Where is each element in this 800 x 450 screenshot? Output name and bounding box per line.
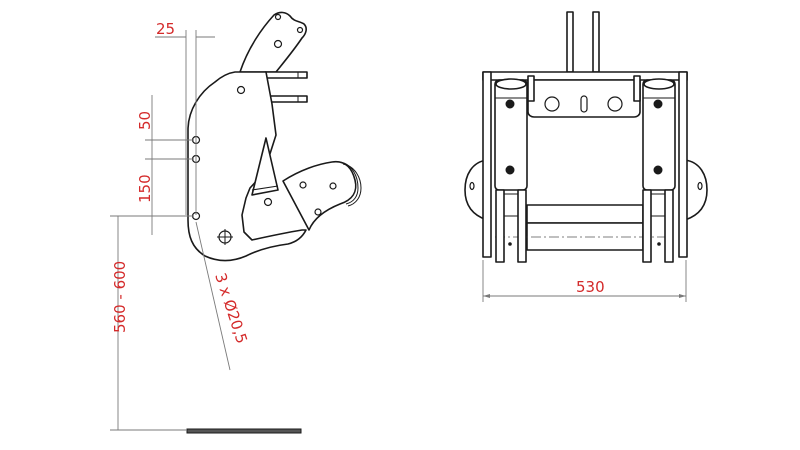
lug-hole — [296, 26, 304, 34]
cross-tube-upper — [526, 204, 644, 224]
dim-50: 50 — [136, 111, 154, 130]
top-pin — [566, 11, 574, 73]
right-leg — [642, 189, 652, 263]
plate-hole — [544, 96, 560, 112]
gusset — [251, 137, 279, 196]
right-leg — [664, 189, 674, 263]
arm-hole — [329, 182, 337, 190]
body-pin — [263, 197, 273, 207]
plate-hole — [607, 96, 623, 112]
hole-callout: 3 x Ø20,5 — [211, 271, 251, 346]
lug-pin — [273, 39, 283, 49]
cylinder-bolt — [653, 99, 663, 109]
side-view — [186, 11, 362, 434]
main-bracket-body — [187, 71, 307, 262]
arm-plate — [282, 160, 357, 231]
upper-lug-plate — [239, 11, 307, 73]
plate-slot — [580, 95, 588, 113]
left-ear — [464, 159, 488, 221]
left-leg — [517, 189, 527, 263]
arm-hole — [299, 181, 307, 189]
cylinder-bolt — [505, 99, 515, 109]
cylinder-bolt — [505, 165, 515, 175]
dim-width-530: 530 — [576, 278, 605, 296]
arm-hole — [314, 208, 322, 216]
left-frame-post — [482, 71, 492, 258]
lug-hole — [274, 13, 282, 21]
ground-plate — [186, 428, 302, 434]
cross-tube-lower — [526, 222, 644, 251]
body-pin — [236, 85, 246, 95]
lower-pin — [269, 95, 308, 103]
front-view — [464, 11, 708, 263]
dim-150: 150 — [136, 174, 154, 203]
right-frame-post — [678, 71, 688, 258]
dim-height-range: 560 - 600 — [111, 261, 129, 333]
cylinder-bolt — [653, 165, 663, 175]
right-ear — [684, 159, 708, 221]
upper-pin — [264, 71, 308, 79]
left-leg — [495, 189, 505, 263]
dim-offset-25: 25 — [156, 20, 175, 38]
front-view-dimensions: 530 — [482, 260, 687, 302]
top-pin — [592, 11, 600, 73]
